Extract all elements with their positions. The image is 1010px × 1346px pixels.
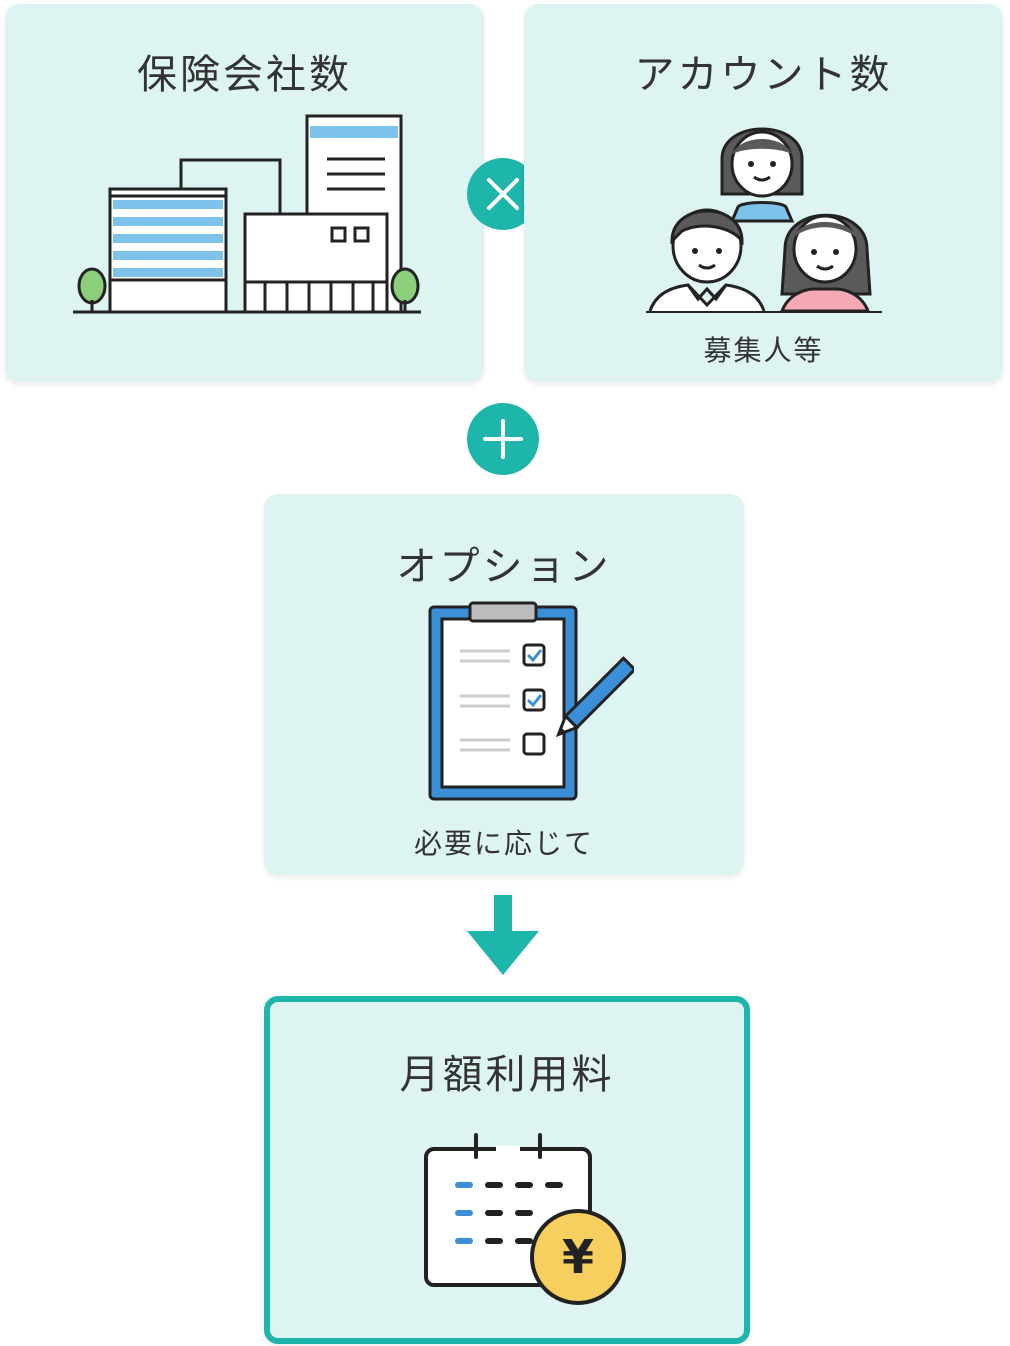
accounts-title: アカウント数	[634, 52, 893, 98]
office-buildings-icon	[73, 114, 421, 314]
calendar-icon	[424, 1133, 626, 1305]
insurance-companies-title: 保険会社数	[137, 52, 352, 98]
calendar-yen-icon: ¥	[418, 1127, 628, 1307]
accounts-subtitle: 募集人等	[703, 334, 824, 367]
monthly-fee-card: 月額利用料 ¥	[264, 996, 750, 1344]
plus-icon	[483, 419, 523, 459]
accounts-card: アカウント数 募集人等	[524, 4, 1003, 382]
yen-coin-symbol: ¥	[561, 1230, 594, 1284]
times-icon	[487, 178, 519, 210]
option-title: オプション	[396, 544, 612, 590]
people-group-icon	[646, 127, 882, 313]
plus-operator	[467, 403, 539, 475]
insurance-companies-card: 保険会社数	[5, 4, 484, 382]
option-subtitle: 必要に応じて	[413, 827, 594, 860]
monthly-fee-title: 月額利用料	[399, 1052, 615, 1098]
clipboard-checklist-icon	[428, 601, 634, 801]
arrow-down-icon	[467, 895, 539, 975]
option-card: オプション 必要に応じて	[264, 494, 744, 875]
